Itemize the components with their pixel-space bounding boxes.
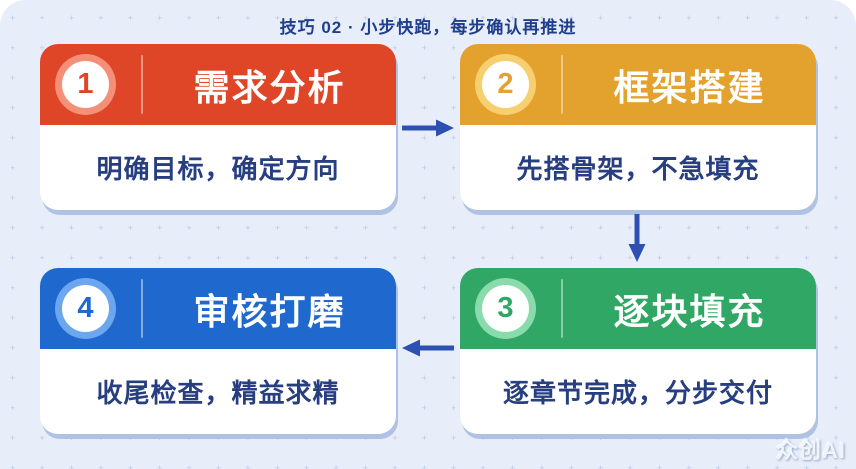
step-3-title: 逐块填充 <box>613 290 766 332</box>
step-4-number: 4 <box>62 285 109 332</box>
step-2-divider <box>561 55 563 114</box>
step-1-description: 明确目标，确定方向 <box>96 154 340 184</box>
step-3-description: 逐章节完成，分步交付 <box>502 378 773 408</box>
step-4-header: 4 审核打磨 <box>40 268 396 349</box>
step-3-divider <box>561 279 563 338</box>
step-2-title: 框架搭建 <box>613 66 766 108</box>
arrow-down-icon <box>628 214 646 262</box>
step-4-number-badge: 4 <box>55 278 116 339</box>
step-1-number-badge: 1 <box>55 54 116 115</box>
step-card-3: 3 逐块填充 逐章节完成，分步交付 <box>460 268 816 434</box>
step-1-title: 需求分析 <box>193 66 346 108</box>
step-card-2: 2 框架搭建 先搭骨架，不急填充 <box>460 44 816 210</box>
step-3-header: 3 逐块填充 <box>460 268 816 349</box>
watermark: 众创AI <box>775 438 846 463</box>
step-4-title: 审核打磨 <box>193 290 346 332</box>
step-3-number: 3 <box>482 285 529 332</box>
arrow-right-icon <box>402 119 454 137</box>
step-4-description: 收尾检查，精益求精 <box>96 378 340 408</box>
step-1-header: 1 需求分析 <box>40 44 396 125</box>
page-title: 技巧 02 · 小步快跑，每步确认再推进 <box>279 18 577 37</box>
step-2-description: 先搭骨架，不急填充 <box>516 154 760 184</box>
step-3-number-badge: 3 <box>475 278 536 339</box>
step-1-number: 1 <box>62 61 109 108</box>
step-card-4: 4 审核打磨 收尾检查，精益求精 <box>40 268 396 434</box>
step-4-divider <box>141 279 143 338</box>
step-2-header: 2 框架搭建 <box>460 44 816 125</box>
step-card-1: 1 需求分析 明确目标，确定方向 <box>40 44 396 210</box>
arrow-left-icon <box>402 339 454 357</box>
step-2-number: 2 <box>482 61 529 108</box>
step-2-number-badge: 2 <box>475 54 536 115</box>
step-1-divider <box>141 55 143 114</box>
